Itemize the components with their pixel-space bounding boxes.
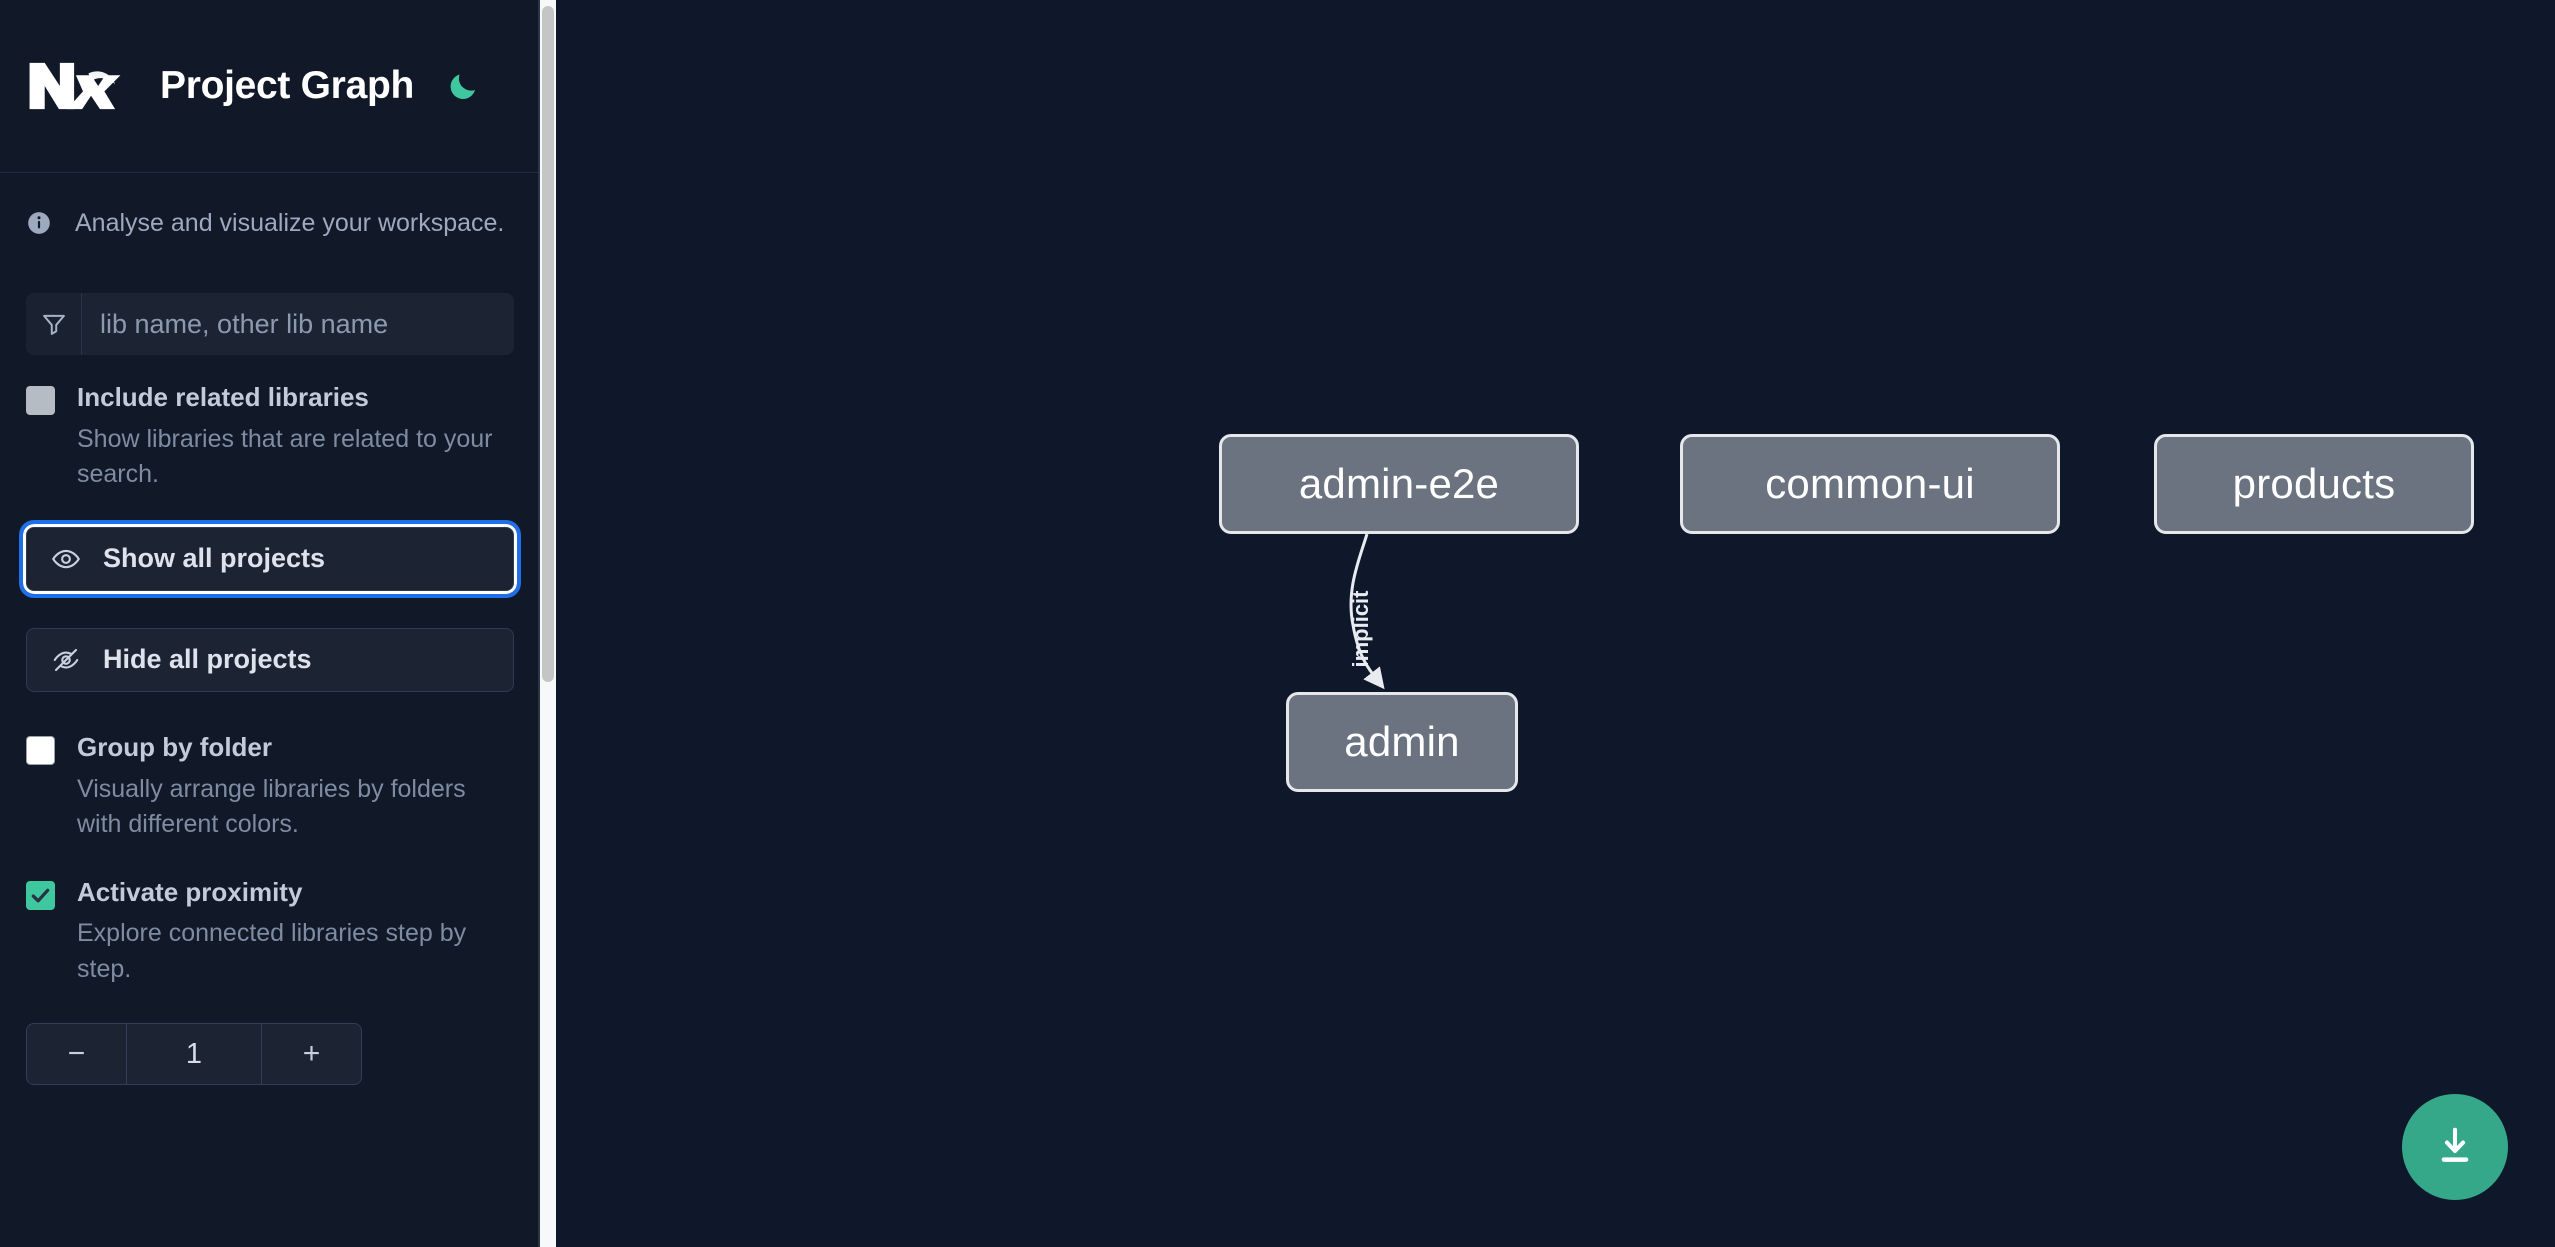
graph-node-admin-e2e[interactable]: admin-e2e	[1219, 434, 1579, 534]
option-texts: Activate proximity Explore connected lib…	[77, 876, 514, 988]
option-include-related-libraries[interactable]: Include related libraries Show libraries…	[0, 381, 540, 493]
checkbox-group-by-folder[interactable]	[26, 735, 55, 765]
eye-off-icon	[51, 645, 81, 675]
option-label: Include related libraries	[77, 382, 369, 412]
sidebar-divider	[538, 0, 540, 1247]
quantity-stepper: − 1 +	[26, 1023, 362, 1086]
nx-logo	[26, 56, 124, 116]
sidebar-scrollbar-thumb[interactable]	[542, 6, 554, 682]
option-texts: Group by folder Visually arrange librari…	[77, 731, 514, 843]
stepper-decrement-button[interactable]: −	[27, 1024, 127, 1085]
sidebar-scroll-area: Project Graph Analyse and visualize yo	[0, 0, 540, 1247]
hide-all-projects-button[interactable]: Hide all projects	[26, 627, 514, 692]
option-description: Show libraries that are related to your …	[77, 424, 493, 489]
option-texts: Include related libraries Show libraries…	[77, 381, 514, 493]
sidebar-header: Project Graph	[0, 0, 540, 173]
hide-all-projects-label: Hide all projects	[103, 644, 312, 675]
sidebar: Project Graph Analyse and visualize yo	[0, 0, 556, 1247]
graph-canvas[interactable]: admin-e2e common-ui products store-e2e a…	[556, 0, 2555, 1247]
graph-node-common-ui[interactable]: common-ui	[1680, 434, 2060, 534]
filter-field[interactable]	[26, 293, 514, 355]
stepper-increment-button[interactable]: +	[261, 1024, 361, 1085]
info-circle-icon	[26, 210, 52, 236]
download-button[interactable]	[2402, 1094, 2508, 1200]
workspace-info: Analyse and visualize your workspace.	[0, 173, 540, 273]
option-label: Activate proximity	[77, 876, 303, 907]
checkbox-include-related-libraries[interactable]	[26, 386, 55, 415]
graph-node-admin[interactable]: admin	[1286, 692, 1518, 792]
proximity-stepper-wrap: − 1 +	[0, 1023, 540, 1086]
option-label: Group by folder	[77, 731, 272, 762]
page-title: Project Graph	[160, 64, 414, 107]
eye-icon	[51, 544, 81, 574]
search-input[interactable]	[82, 293, 514, 355]
moon-icon[interactable]	[442, 65, 484, 107]
show-all-projects-label: Show all projects	[103, 543, 326, 574]
option-description: Explore connected libraries step by step…	[77, 919, 467, 983]
visibility-buttons: Show all projects Hide all projects	[0, 519, 540, 692]
option-activate-proximity[interactable]: Activate proximity Explore connected lib…	[0, 876, 540, 988]
sidebar-scrollbar-track[interactable]	[540, 0, 556, 1247]
graph-edges	[1349, 533, 1385, 690]
funnel-filter-icon	[26, 293, 82, 355]
download-icon	[2432, 1123, 2478, 1172]
show-all-projects-button[interactable]: Show all projects	[19, 519, 521, 598]
option-description: Visually arrange libraries by folders wi…	[77, 774, 466, 839]
option-group-by-folder[interactable]: Group by folder Visually arrange librari…	[0, 731, 540, 843]
workspace-info-text: Analyse and visualize your workspace.	[75, 208, 505, 237]
stepper-value: 1	[185, 1037, 203, 1070]
graph-node-products[interactable]: products	[2154, 434, 2474, 534]
checkbox-activate-proximity[interactable]	[26, 880, 55, 910]
